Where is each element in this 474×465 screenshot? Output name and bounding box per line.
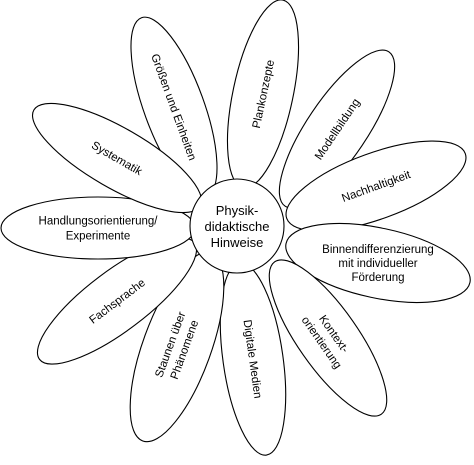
petal-label-binnendifferenzierung-line: mit individueller <box>338 258 417 270</box>
petal-kontextorientierung <box>268 259 388 417</box>
petal-binnendifferenzierung <box>285 223 471 303</box>
center-circle <box>189 178 285 274</box>
petal-label-handlungsorientierung-line: Handlungsorientierung/ <box>39 216 159 228</box>
center-label-line: Hinweise <box>211 235 264 250</box>
petal-modellbildung <box>278 49 396 209</box>
center-label-line: Physik- <box>216 203 259 218</box>
petal-label-handlungsorientierung: Handlungsorientierung/Experimente <box>39 216 159 243</box>
petal-label-binnendifferenzierung-line: Binnendifferenzierung <box>322 244 434 256</box>
petal-label-handlungsorientierung-line: Experimente <box>66 231 131 243</box>
petal-label-binnendifferenzierung-line: Förderung <box>351 272 404 284</box>
center-label-line: didaktische <box>204 219 269 234</box>
petal-nachhaltigkeit <box>285 140 467 232</box>
